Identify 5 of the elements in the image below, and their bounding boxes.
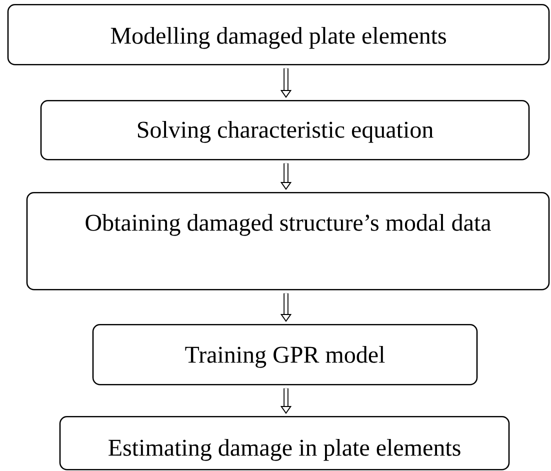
process-box: Training GPR model [92, 324, 478, 386]
process-box: Modelling damaged plate elements [7, 4, 550, 66]
process-box: Solving characteristic equation [40, 100, 530, 160]
process-box: Obtaining damaged structure’s modal data [26, 192, 550, 290]
process-box: Estimating damage in plate elements [59, 416, 510, 470]
